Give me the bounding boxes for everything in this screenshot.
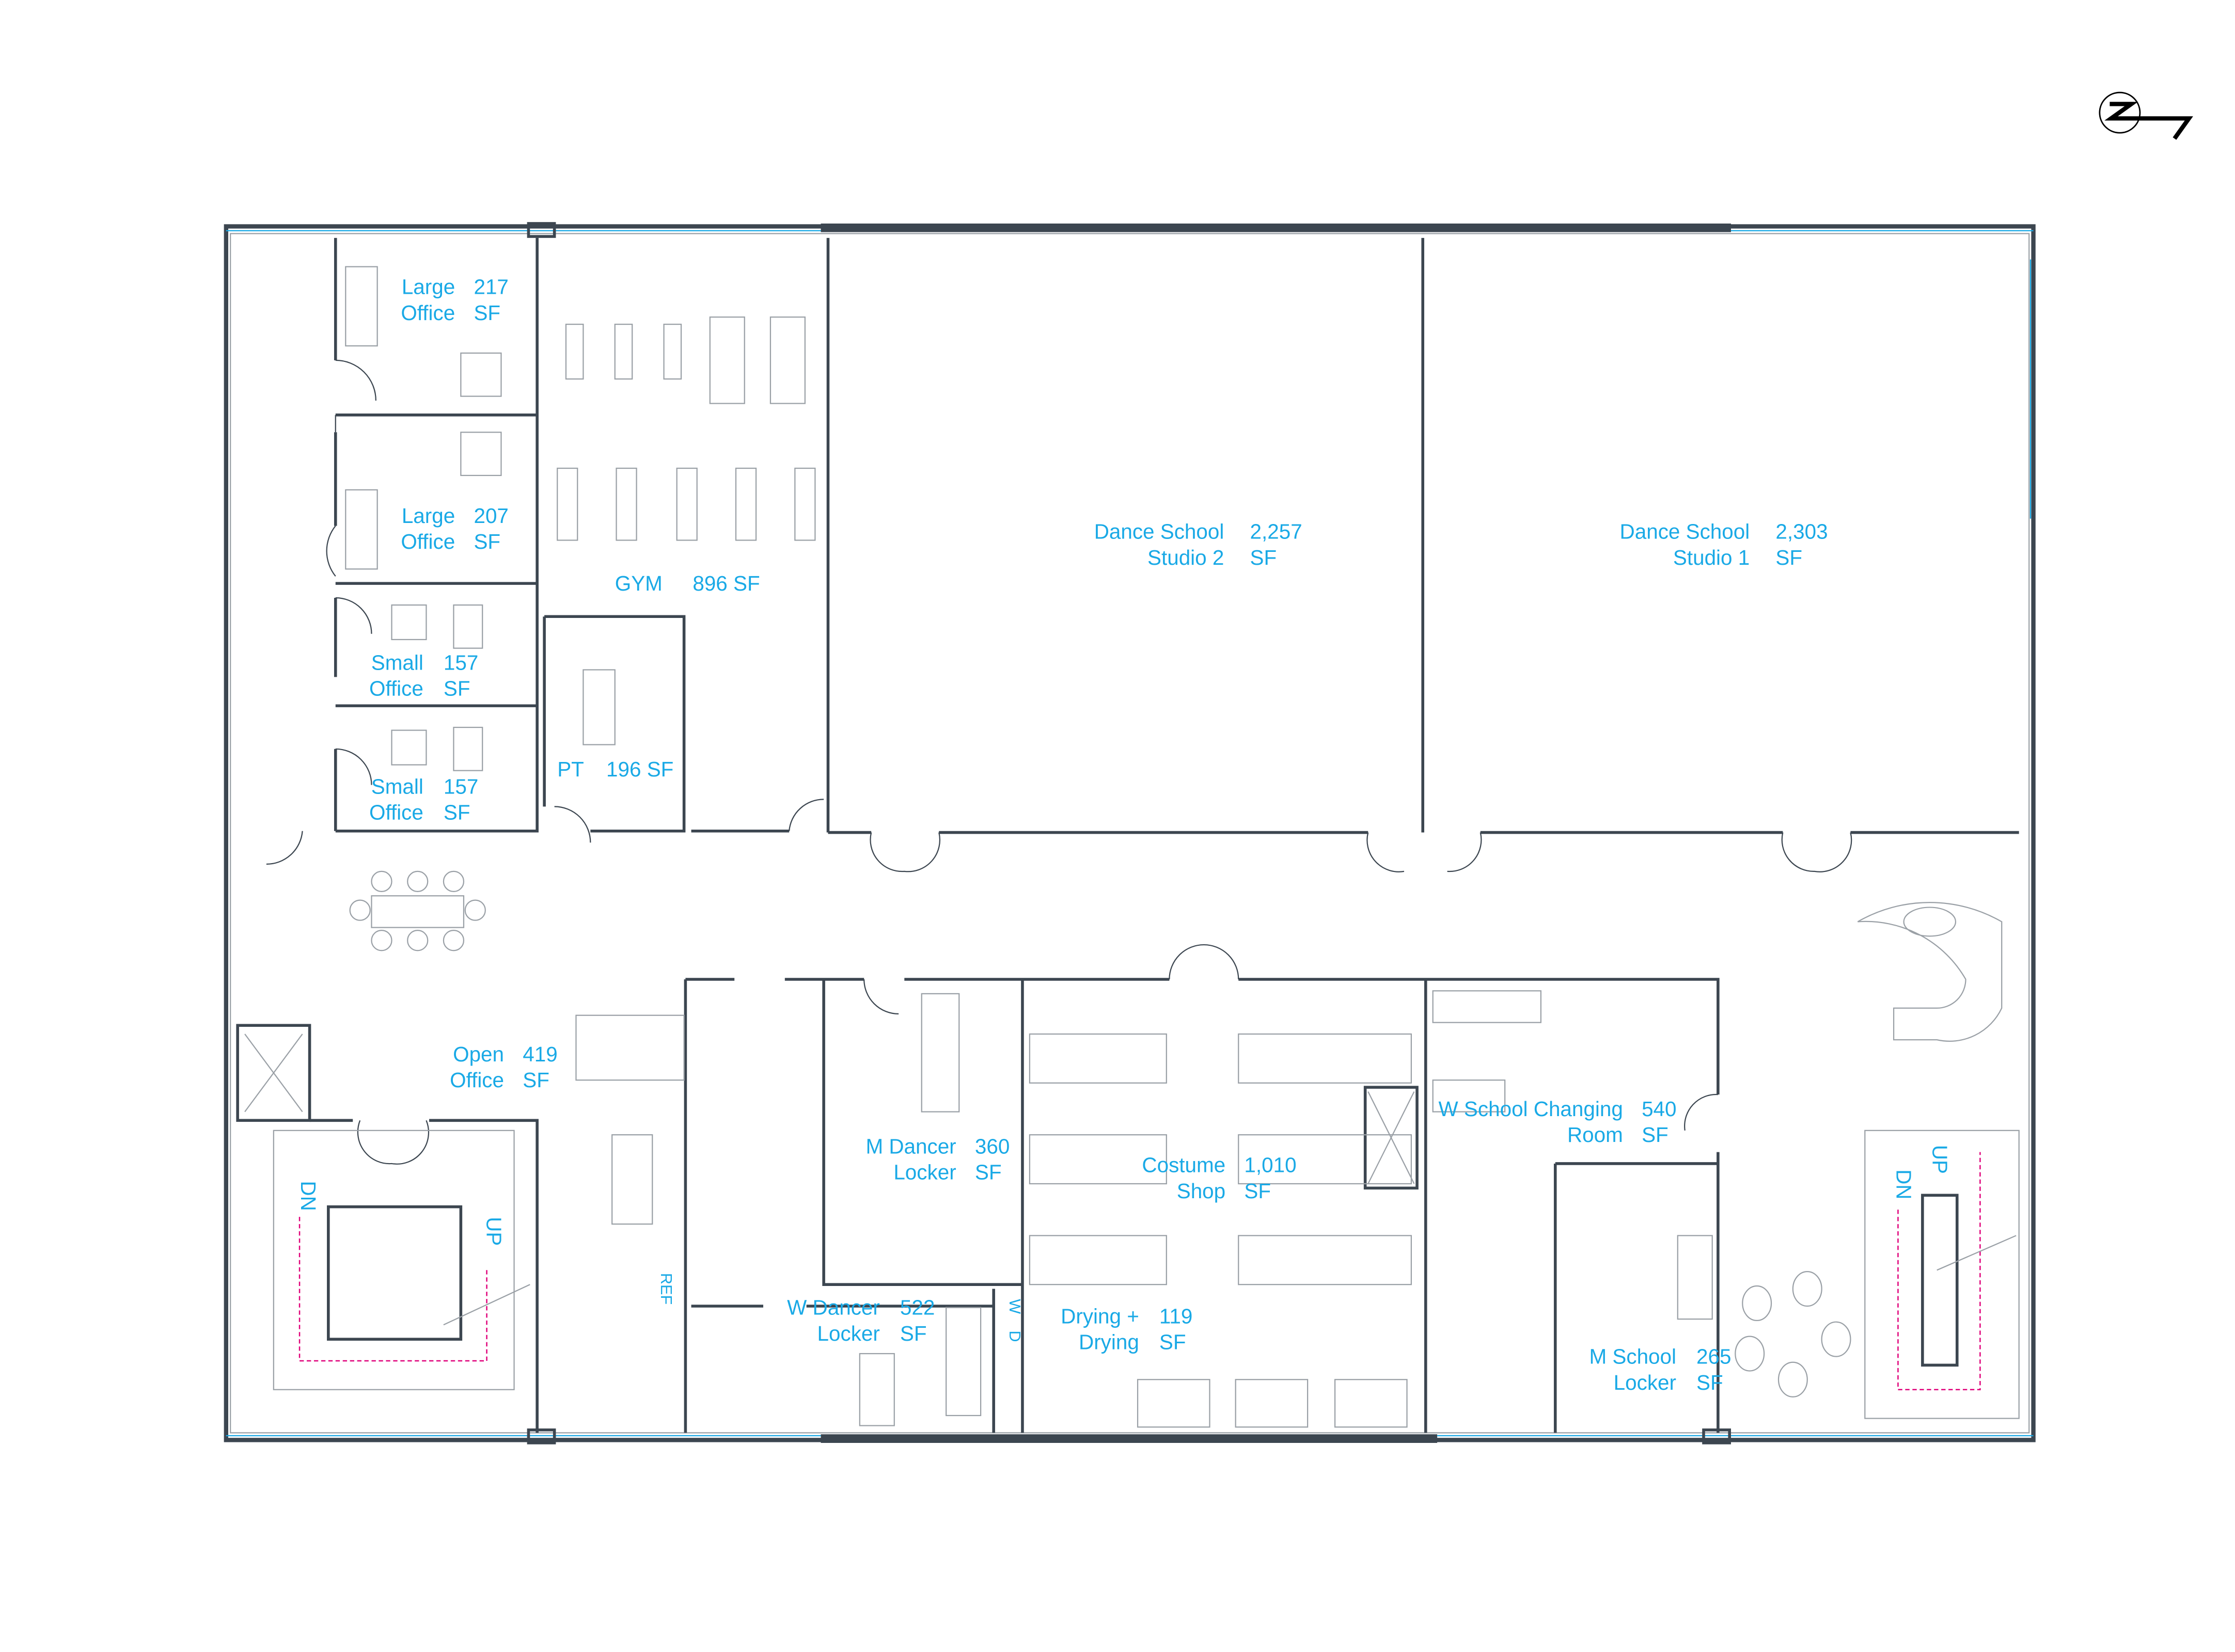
room-area-unit: SF [474,301,500,325]
room-area: 2,257 [1250,520,1302,544]
room-name: Locker [1614,1371,1676,1394]
room-label-w-dancer-locker: W Dancer Locker 522 SF [787,1296,935,1345]
room-area: 157 [444,774,478,798]
room-name: Office [401,301,455,325]
room-name: Room [1567,1123,1623,1147]
room-name: Small [371,774,423,798]
room-area-unit: SF [474,530,500,553]
room-area: 2,303 [1775,520,1828,544]
room-label-costume-shop: Costume Shop 1,010 SF [1142,1153,1296,1203]
room-area: 1,010 [1244,1153,1296,1177]
room-name: Locker [817,1322,880,1345]
room-name: Dance School [1620,520,1750,544]
room-area-unit: SF [1642,1123,1669,1147]
room-area: 360 [975,1134,1010,1158]
room-labels: Large Office 217 SF Large Office 207 SF … [369,275,1828,1394]
room-name: Studio 2 [1147,546,1224,569]
room-area: 157 [444,650,478,674]
room-label-gym: GYM 896 SF [615,571,760,595]
washer-label: W [1006,1299,1024,1314]
room-name: Office [401,530,455,553]
interior-walls [236,237,2019,1433]
stair-up-label: UP [482,1217,506,1246]
room-area: 540 [1642,1097,1676,1121]
room-label-large-office-2: Large Office 207 SF [401,504,509,553]
room-label-m-school-locker: M School Locker 265 SF [1589,1345,1731,1394]
room-name: Costume [1142,1153,1225,1177]
room-area-unit: SF [1775,546,1802,569]
exterior-walls [224,222,2036,1444]
room-name: Locker [893,1161,956,1184]
room-label-open-office: Open Office 419 SF [450,1042,558,1092]
room-name: PT [557,757,584,781]
room-name: Shop [1177,1179,1225,1203]
room-name: Large [402,504,455,528]
room-area-unit: SF [975,1161,1002,1184]
room-label-studio-1: Dance School Studio 1 2,303 SF [1620,520,1828,569]
room-name: Small [371,650,423,674]
room-name: GYM [615,571,663,595]
room-name: Large [402,275,455,299]
room-name: Dance School [1094,520,1224,544]
doors [266,359,1852,1165]
room-area: 119 [1159,1304,1192,1328]
room-label-w-school-changing: W School Changing Room 540 SF [1439,1097,1677,1147]
north-arrow-icon [2099,91,2193,140]
room-label-m-dancer-locker: M Dancer Locker 360 SF [865,1134,1010,1184]
room-name: Office [450,1068,504,1092]
room-area: 896 SF [692,571,760,595]
tags: DN UP DN UP REF W D [296,1145,1952,1342]
room-area-unit: SF [1696,1371,1723,1394]
room-name: Drying [1079,1330,1139,1354]
room-area: 217 [474,275,508,299]
room-area: 419 [523,1042,557,1066]
room-name: Office [369,800,423,824]
furniture [345,266,2003,1428]
room-area: 265 [1696,1345,1731,1369]
room-name: Open [453,1042,504,1066]
stair-left [273,1130,530,1390]
room-area-unit: SF [1244,1179,1271,1203]
room-area: 207 [474,504,508,528]
room-name: M School [1589,1345,1676,1369]
refrigerator-label: REF [657,1273,675,1305]
room-name: W Dancer [787,1296,880,1320]
stair-down-label: DN [296,1181,320,1211]
room-area-unit: SF [444,677,470,701]
dryer-label: D [1006,1330,1024,1342]
room-area-unit: SF [1159,1330,1186,1354]
room-area: 196 SF [606,757,673,781]
stair-right [1864,1130,2020,1419]
room-label-drying: Drying + Drying 119 SF [1061,1304,1192,1354]
room-label-studio-2: Dance School Studio 2 2,257 SF [1094,520,1302,569]
room-area-unit: SF [523,1068,549,1092]
room-name: Office [369,677,423,701]
room-name: Drying + [1061,1304,1139,1328]
room-area-unit: SF [900,1322,927,1345]
room-area: 522 [900,1296,935,1320]
stair-up-label: UP [1928,1145,1951,1174]
room-label-pt: PT 196 SF [557,757,673,781]
room-area-unit: SF [1250,546,1277,569]
room-label-small-office-1: Small Office 157 SF [369,650,478,700]
room-label-small-office-2: Small Office 157 SF [369,774,478,824]
room-name: M Dancer [865,1134,956,1158]
room-label-large-office-1: Large Office 217 SF [401,275,509,325]
room-area-unit: SF [444,800,470,824]
room-name: W School Changing [1439,1097,1623,1121]
stair-down-label: DN [1892,1169,1916,1199]
room-name: Studio 1 [1673,546,1750,569]
